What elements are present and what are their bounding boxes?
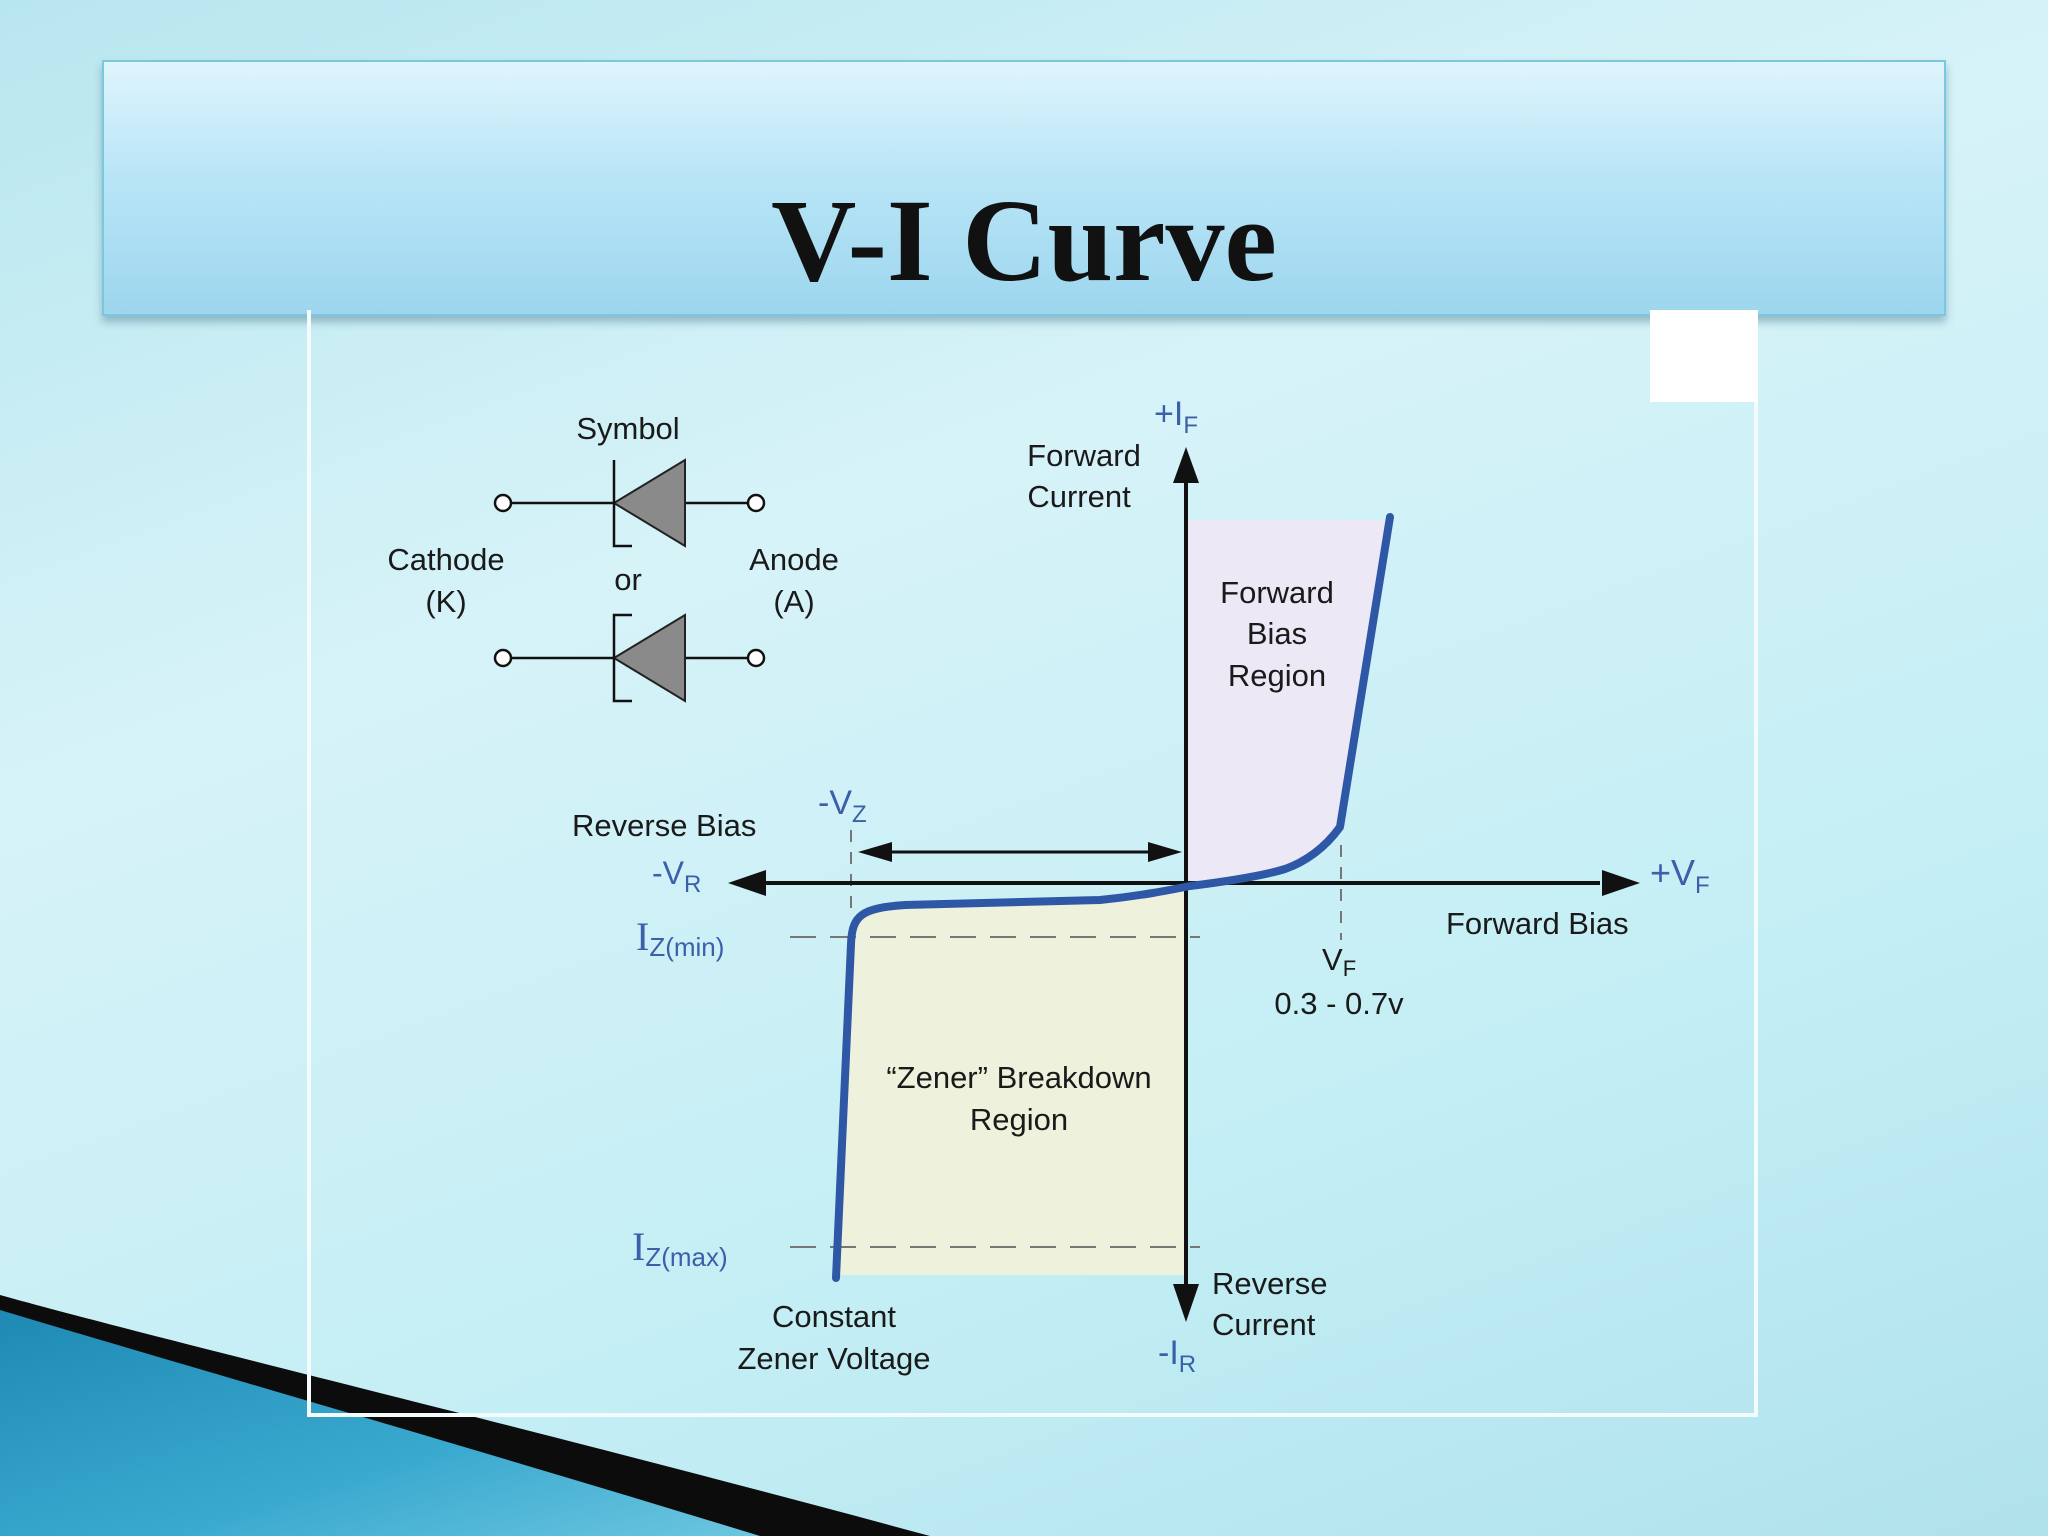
forward-current-line2: Current xyxy=(1027,479,1131,514)
plus-vf-label: +VF xyxy=(1650,852,1710,899)
reverse-current-line1: Reverse xyxy=(1212,1266,1327,1301)
figure-frame xyxy=(307,310,1758,1417)
zener-region-line2: Region xyxy=(970,1102,1068,1137)
or-label: or xyxy=(614,562,642,597)
minus-vr-label: -VR xyxy=(652,855,701,898)
diode-symbol-2 xyxy=(493,613,766,703)
cathode-label: Cathode xyxy=(387,542,504,577)
voltage-axis-right-arrow xyxy=(1602,870,1640,896)
slide-title: V-I Curve xyxy=(771,175,1277,306)
anode-label: Anode xyxy=(749,542,839,577)
forward-bias-label: Forward Bias xyxy=(1446,906,1629,941)
vf-range-label: 0.3 - 0.7v xyxy=(1274,986,1404,1021)
vz-span-left-arrow xyxy=(858,842,892,862)
constant-zener-line2: Zener Voltage xyxy=(737,1341,930,1376)
forward-region-line3: Region xyxy=(1228,658,1326,693)
symbol-heading: Symbol xyxy=(576,411,679,446)
vz-span-right-arrow xyxy=(1148,842,1182,862)
reverse-current-line2: Current xyxy=(1212,1307,1316,1342)
title-bar: V-I Curve xyxy=(102,60,1946,316)
zener-region-line1: “Zener” Breakdown xyxy=(886,1060,1151,1095)
minus-vz-label: -VZ xyxy=(818,784,867,828)
anode-abbr: (A) xyxy=(773,584,814,619)
reverse-bias-label: Reverse Bias xyxy=(572,808,756,843)
forward-region-line1: Forward xyxy=(1220,575,1334,610)
cathode-abbr: (K) xyxy=(425,584,466,619)
white-patch xyxy=(1650,310,1758,402)
iz-max-label: IZ(max) xyxy=(632,1224,728,1272)
iz-min-label: IZ(min) xyxy=(636,914,724,962)
forward-bias-region xyxy=(1186,520,1386,884)
constant-zener-line1: Constant xyxy=(772,1299,896,1334)
current-axis-down-arrow xyxy=(1173,1284,1199,1322)
zener-breakdown-region xyxy=(836,887,1186,1275)
voltage-axis-left-arrow xyxy=(728,870,766,896)
forward-region-line2: Bias xyxy=(1247,616,1307,651)
plus-if-label: +IF xyxy=(1154,395,1198,439)
diode-symbol-1 xyxy=(493,458,766,548)
zener-characteristic-curve xyxy=(832,513,1394,1282)
vf-label: VF xyxy=(1322,942,1356,981)
minus-ir-label: -IR xyxy=(1158,1334,1196,1378)
forward-current-line1: Forward xyxy=(1027,438,1141,473)
current-axis-up-arrow xyxy=(1173,447,1199,483)
